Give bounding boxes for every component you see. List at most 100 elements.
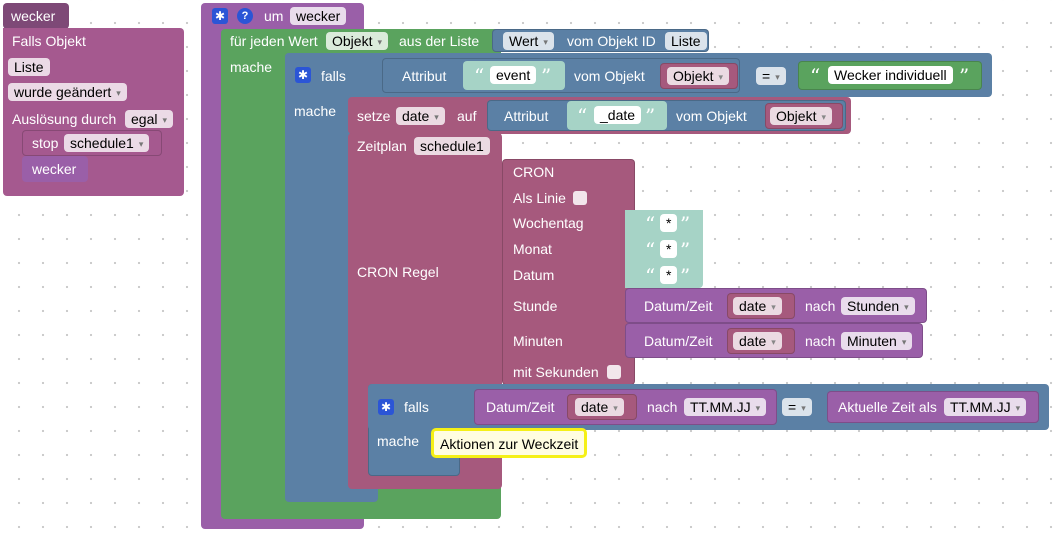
gear-icon[interactable]: ✱ [378,399,394,415]
als-linie-label: Als Linie [513,190,566,206]
cron-label: CRON [513,164,555,180]
wurde-geaendert-dropdown[interactable]: wurde geändert ▾ [8,83,127,101]
if-time-nach-label: nach [647,399,678,415]
chevron-down-icon: ▾ [821,112,826,122]
close-quote-icon: ” [680,212,691,236]
open-quote-icon: “ [810,64,821,88]
gear-icon[interactable]: ✱ [295,67,311,83]
wochentag-label: Wochentag [513,215,584,231]
close-quote-icon: ” [680,238,691,262]
attribut-label: Attribut [402,68,447,84]
date-attr-field[interactable]: _date [594,106,642,124]
wochentag-star-field[interactable]: * [660,214,678,232]
current-time-format-dropdown[interactable]: TT.MM.JJ ▾ [944,398,1027,416]
stop-schedule-value: schedule1 [70,135,134,151]
chevron-down-icon: ▾ [116,88,121,98]
cron-rule-block[interactable] [502,159,635,385]
stunde-date-var-value: date [739,298,767,314]
chevron-down-icon: ▾ [904,302,909,312]
call-wecker-block[interactable] [22,156,88,182]
gear-icon[interactable]: ✱ [212,8,228,24]
stunden-value: Stunden [847,298,900,314]
minuten-date-var-value: date [739,333,767,349]
function-name-field[interactable]: wecker [290,7,347,25]
ausloesung-label: Auslösung durch [12,111,117,127]
wert-dropdown[interactable]: Wert ▾ [503,32,554,50]
current-time-block[interactable] [827,391,1039,423]
compare-op-value: = [762,68,771,84]
chevron-down-icon: ▾ [755,403,761,413]
mit-sekunden-label: mit Sekunden [513,364,599,380]
compare-op-dropdown[interactable]: =▾ [756,67,786,85]
open-quote-icon: “ [645,212,656,236]
function-um-label: um [264,8,284,24]
objekt-var-dropdown[interactable]: Objekt ▾ [667,67,729,85]
objekt-date-var-dropdown[interactable]: Objekt▾ [770,107,832,125]
stunde-nach-label: nach [805,298,836,314]
monat-star-field[interactable]: * [660,240,678,258]
if-time-op-dropdown[interactable]: =▾ [782,398,812,416]
chevron-down-icon: ▾ [771,337,776,347]
minuten-date-var-dropdown[interactable]: date ▾ [733,332,782,350]
monat-label: Monat [513,241,552,257]
if-time-format-dropdown[interactable]: TT.MM.JJ▾ [684,398,767,416]
wert-value: Wert [509,33,539,49]
liste-var-field[interactable]: Liste [665,32,707,50]
chevron-down-icon: ▾ [775,72,780,82]
stunde-datum-zeit-label: Datum/Zeit [644,298,713,314]
wurde-geaendert-value: wurde geändert [14,84,112,100]
chevron-down-icon: ▾ [543,37,548,47]
loop-mache-label: mache [230,59,273,75]
vom-objekt-date-label: vom Objekt [676,108,747,124]
minuten-value: Minuten [847,333,897,349]
liste-field[interactable]: Liste [8,58,50,76]
trigger-name-tab[interactable] [3,3,69,29]
stunde-date-var-dropdown[interactable]: date ▾ [733,297,782,315]
if-time-op-value: = [788,399,797,415]
stunde-label: Stunde [513,298,558,314]
stunden-dropdown[interactable]: Stunden ▾ [841,297,915,315]
chevron-down-icon: ▾ [434,112,439,122]
datum-star-field[interactable]: * [660,266,678,284]
current-time-format-value: TT.MM.JJ [950,399,1011,415]
loop-var-dropdown[interactable]: Objekt▾ [326,32,388,50]
actions-comment-block[interactable]: Aktionen zur Weckzeit [431,428,588,458]
chevron-down-icon: ▾ [377,37,382,47]
vom-objekt-label: vom Objekt [574,68,645,84]
if-time-date-var-value: date [581,399,609,415]
if-time-mache-label: mache [377,433,420,449]
call-wecker-label: wecker [32,161,77,177]
chevron-down-icon: ▾ [1015,403,1021,413]
chevron-down-icon: ▾ [138,139,144,149]
minuten-nach-label: nach [805,333,836,349]
als-linie-checkbox[interactable] [573,191,587,205]
zeitplan-label: Zeitplan [357,138,407,154]
chevron-down-icon: ▾ [901,337,907,347]
trigger-title: wecker [11,8,56,24]
minuten-dropdown[interactable]: Minuten ▾ [841,332,913,350]
setze-var-value: date [402,108,430,124]
datum-label: Datum [513,267,555,283]
schedule-name-field[interactable]: schedule1 [414,137,490,155]
if-event-mache-label: mache [294,103,337,119]
chevron-down-icon: ▾ [718,72,723,82]
event-text-field[interactable]: event [490,66,537,84]
if-time-datum-zeit-label: Datum/Zeit [486,399,555,415]
falls-objekt-label: Falls Objekt [12,33,86,49]
help-icon[interactable]: ? [237,8,253,24]
if-time-date-var-dropdown[interactable]: date▾ [575,398,624,416]
stop-schedule-dropdown[interactable]: schedule1 ▾ [64,134,150,152]
open-quote-icon: “ [577,104,588,128]
close-quote-icon: ” [959,64,970,88]
close-quote-icon: ” [541,64,552,88]
compare-text-field[interactable]: Wecker individuell [828,66,953,84]
objekt-var-value: Objekt [673,68,714,84]
setze-var-dropdown[interactable]: date ▾ [396,107,445,125]
close-quote-icon: ” [645,104,656,128]
cron-regel-label: CRON Regel [357,264,439,280]
open-quote-icon: “ [645,264,656,288]
attribut-date-label: Attribut [504,108,549,124]
ausloesung-dropdown[interactable]: egal▾ [125,110,173,128]
chevron-down-icon: ▾ [771,302,776,312]
mit-sekunden-checkbox[interactable] [607,365,621,379]
